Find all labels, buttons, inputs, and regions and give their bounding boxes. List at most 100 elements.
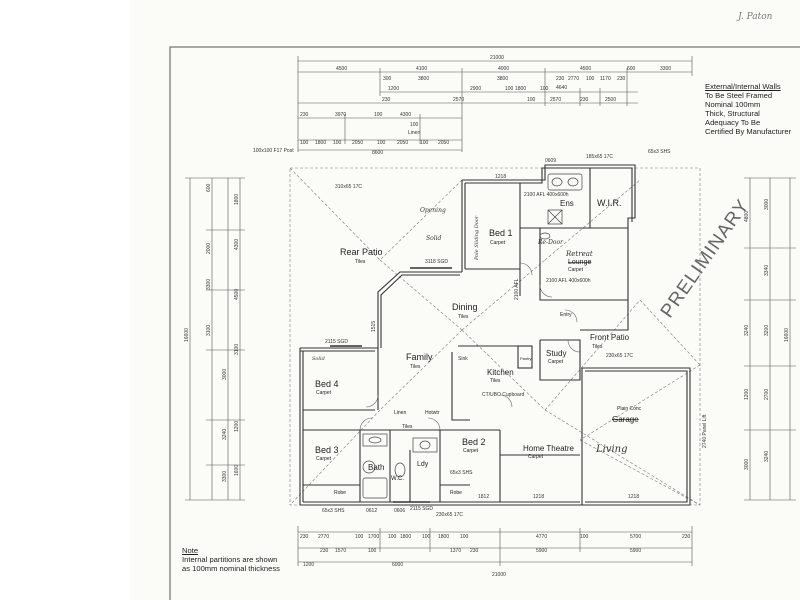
callout-lintel-bottom: 230x65 17C — [436, 512, 463, 518]
dim-text: 100 — [300, 140, 309, 146]
dim-top-overall: 21000 — [490, 55, 504, 61]
dim-text: Linen — [408, 130, 420, 136]
label-family-sub: Tiles — [410, 364, 421, 370]
label-front-patio-sub: Tiles — [592, 344, 603, 350]
dim-bottom-overall: 21000 — [492, 572, 506, 578]
label-bed1-sub: Carpet — [490, 240, 506, 246]
dim-text: 230 — [382, 97, 391, 103]
dim-text: 3100 — [206, 325, 212, 336]
dim-text: 2050 — [397, 140, 408, 146]
dim-text: 4300 — [400, 112, 411, 118]
label-home-theatre: Home Theatre — [523, 444, 575, 453]
callout-panel-lift: 2740 Panel Lift — [702, 414, 708, 448]
label-bed1: Bed 1 — [489, 228, 513, 238]
label-bed2: Bed 2 — [462, 437, 486, 447]
bottom-dimensions — [297, 526, 693, 566]
hand-pole-door: Pole Sliding Door — [474, 215, 480, 261]
dim-text: 3800 — [418, 76, 429, 82]
dim-text: 230 — [320, 548, 329, 554]
dim-text: 100 — [368, 548, 377, 554]
hand-solid-2: Solid — [312, 356, 325, 362]
label-ens: Ens — [560, 199, 574, 208]
label-tiles: Tiles — [402, 424, 413, 430]
callout-cupboard: CT/UBO Cupboard — [482, 392, 524, 398]
label-front-patio: Front Patio — [590, 333, 630, 342]
label-robe: Robe — [334, 490, 346, 496]
dim-text: 3300 — [222, 471, 228, 482]
dim-text: 3300 — [206, 279, 212, 290]
callout-1812: 1812 — [478, 494, 489, 500]
dim-text: 600 — [206, 183, 212, 192]
dim-text: 100 — [374, 112, 383, 118]
callout-0606: 0606 — [394, 508, 405, 514]
scan-margin — [0, 0, 130, 600]
dim-text: 1600 — [234, 465, 240, 476]
dim-text: 4500 — [580, 66, 591, 72]
dim-text: 230 — [580, 97, 589, 103]
label-lounge: Lounge — [568, 259, 591, 266]
dim-text: 100 — [586, 76, 595, 82]
dim-text: 1370 — [450, 548, 461, 554]
callout-1218-c: 1218 — [628, 494, 639, 500]
dim-text: 1200 — [744, 389, 750, 400]
right-dimension-text: 16600 3000 3340 3200 2700 3240 4800 3240… — [744, 199, 790, 470]
dim-text: 5900 — [536, 548, 547, 554]
label-bed2-sub: Carpet — [463, 448, 479, 454]
right-dimensions — [744, 177, 796, 501]
dim-text: 230 — [682, 534, 691, 540]
dim-text: 2770 — [568, 76, 579, 82]
callout-shs-bottom-2: 65x3 SHS — [450, 470, 473, 476]
label-kitchen: Kitchen — [487, 368, 514, 377]
callout-shs-bottom: 65x3 SHS — [322, 508, 345, 514]
wall-notes-line: Thick, Structural — [705, 109, 760, 118]
callout-sink: Sink — [458, 356, 468, 362]
dim-text: 4300 — [234, 239, 240, 250]
dim-text: 2570 — [550, 97, 561, 103]
dim-text: 5700 — [630, 534, 641, 540]
callout-window-mid: 2100 AFL — [514, 278, 520, 300]
dim-text: 2900 — [470, 86, 481, 92]
partition-note-line: as 100mm nominal thickness — [182, 564, 280, 573]
dim-text: 2000 — [206, 243, 212, 254]
dim-text: 100 — [527, 97, 536, 103]
bath-fixtures — [362, 433, 438, 499]
dim-text: 2700 — [764, 389, 770, 400]
dim-text: 100 — [505, 86, 514, 92]
label-rear-patio: Rear Patio — [340, 247, 383, 257]
label-bed3: Bed 3 — [315, 445, 339, 455]
dim-text: 100 — [377, 140, 386, 146]
label-robe2: Robe — [450, 490, 462, 496]
dim-text: 4100 — [416, 66, 427, 72]
label-bath: Bath — [368, 463, 384, 472]
callout-window-top: 2100 AFL 400x600h — [524, 192, 569, 198]
left-dimensions — [185, 177, 245, 501]
dim-text: 3240 — [764, 451, 770, 462]
callout-1218-b: 1218 — [533, 494, 544, 500]
dim-text: 3200 — [764, 325, 770, 336]
ensuite-fixtures — [539, 173, 583, 240]
dim-text: 2770 — [318, 534, 329, 540]
sliding-doors — [330, 267, 452, 503]
callout-1515: 1515 — [371, 321, 377, 332]
roof-lines — [289, 167, 701, 506]
label-linen: Linen — [394, 410, 406, 416]
dim-text: 4640 — [556, 85, 567, 91]
top-dimension-text: 21000 4500 4100 4000 4500 600 3300 300 3… — [300, 55, 671, 156]
callout-sgd-3: 2115 SGD — [410, 506, 433, 512]
dim-text: 6000 — [392, 562, 403, 568]
label-lounge-sub: Carpet — [568, 267, 584, 273]
dim-text: 1200 — [303, 562, 314, 568]
dim-text: 3000 — [764, 199, 770, 210]
dim-text: 300 — [383, 76, 392, 82]
structural-callouts: 65x3 SHS 185x65 17C 310x65 17C 230x65 17… — [253, 148, 708, 518]
label-dining: Dining — [452, 302, 478, 312]
label-garage: Garage — [612, 415, 639, 424]
label-bed4: Bed 4 — [315, 379, 339, 389]
dim-text: 8600 — [372, 150, 383, 156]
label-bed3-sub: Carpet — [316, 456, 332, 462]
dim-text: 2050 — [438, 140, 449, 146]
wall-notes-line: To Be Steel Framed — [705, 91, 773, 100]
dim-text: 4000 — [498, 66, 509, 72]
